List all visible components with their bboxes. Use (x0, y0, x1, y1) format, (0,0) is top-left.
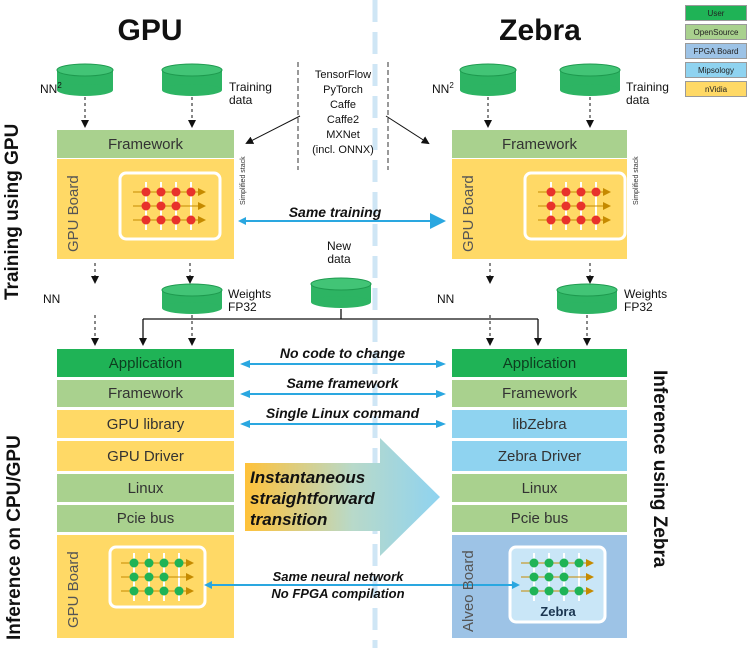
left-stack-gpu-library: GPU library (57, 410, 234, 438)
left-stack-framework: Framework (57, 380, 234, 407)
left-stack-application: Application (57, 349, 234, 377)
legend-item: FPGA Board (685, 43, 747, 59)
nn-graphic-right-bottom (521, 553, 594, 601)
transition-text: Instantaneous straightforward transition (250, 468, 375, 529)
left-stack-linux: Linux (57, 474, 234, 502)
cylinder-training-data-left (161, 63, 223, 96)
cylinder-training-data-right (559, 63, 621, 96)
nn-graphic-left-bottom (121, 553, 194, 601)
framework-list: TensorFlow PyTorch Caffe Caffe2 MXNet (i… (312, 69, 374, 156)
right-stack-pcie: Pcie bus (452, 505, 627, 532)
gpu-board-label-right-top: GPU Board (460, 175, 477, 252)
same-nn-label: Same neural network No FPGA compilation (271, 569, 405, 601)
simplified-stack-left: Simplified stack (240, 156, 247, 205)
cylinder-nn2-right (459, 63, 517, 96)
legend-item: nVidia (685, 81, 747, 97)
framework-box-right-top: Framework (452, 130, 627, 158)
legend-item: User (685, 5, 747, 21)
label-inference-right: Inference using Zebra (649, 370, 670, 568)
legend-item: Mipsology (685, 62, 747, 78)
label-inference-left: Inference on CPU/GPU (4, 435, 25, 640)
zebra-chip-label: Zebra (540, 604, 576, 619)
title-zebra: Zebra (499, 14, 581, 47)
no-code-label: No code to change (279, 345, 406, 361)
gpu-board-label-bottom: GPU Board (65, 551, 82, 628)
right-stack-framework: Framework (452, 380, 627, 407)
simplified-stack-right: Simplified stack (633, 156, 640, 205)
alveo-board-label: Alveo Board (460, 550, 477, 632)
nn2-label-right: NN2 (432, 81, 454, 96)
nn-graphic-left-top (133, 182, 206, 230)
label-training: Training using GPU (2, 123, 23, 300)
nn-graphic-right-top (538, 182, 611, 230)
legend-item: OpenSource (685, 24, 747, 40)
right-stack-application: Application (452, 349, 627, 377)
right-stack-zebra-driver: Zebra Driver (452, 441, 627, 471)
transition-arrow (245, 438, 440, 556)
same-training-label: Same training (288, 204, 382, 220)
nn2-label-left: NN2 (40, 81, 62, 96)
single-command-label: Single Linux command (265, 405, 420, 421)
left-stack-gpu-driver: GPU Driver (57, 441, 234, 471)
gpu-board-label-left-top: GPU Board (65, 175, 82, 252)
right-stack-libzebra: libZebra (452, 410, 627, 438)
cylinder-weights-left (161, 283, 223, 314)
cylinder-nn2-left (56, 63, 114, 96)
same-framework-label: Same framework (286, 375, 399, 391)
title-gpu: GPU (117, 14, 183, 47)
nn-label-left: NN (43, 292, 61, 306)
cylinder-new-data (310, 277, 372, 308)
right-stack-linux: Linux (452, 474, 627, 502)
nn-label-right: NN (437, 292, 455, 306)
framework-box-left-top: Framework (57, 130, 234, 158)
cylinder-weights-right (556, 283, 618, 314)
left-stack-pcie: Pcie bus (57, 505, 234, 532)
